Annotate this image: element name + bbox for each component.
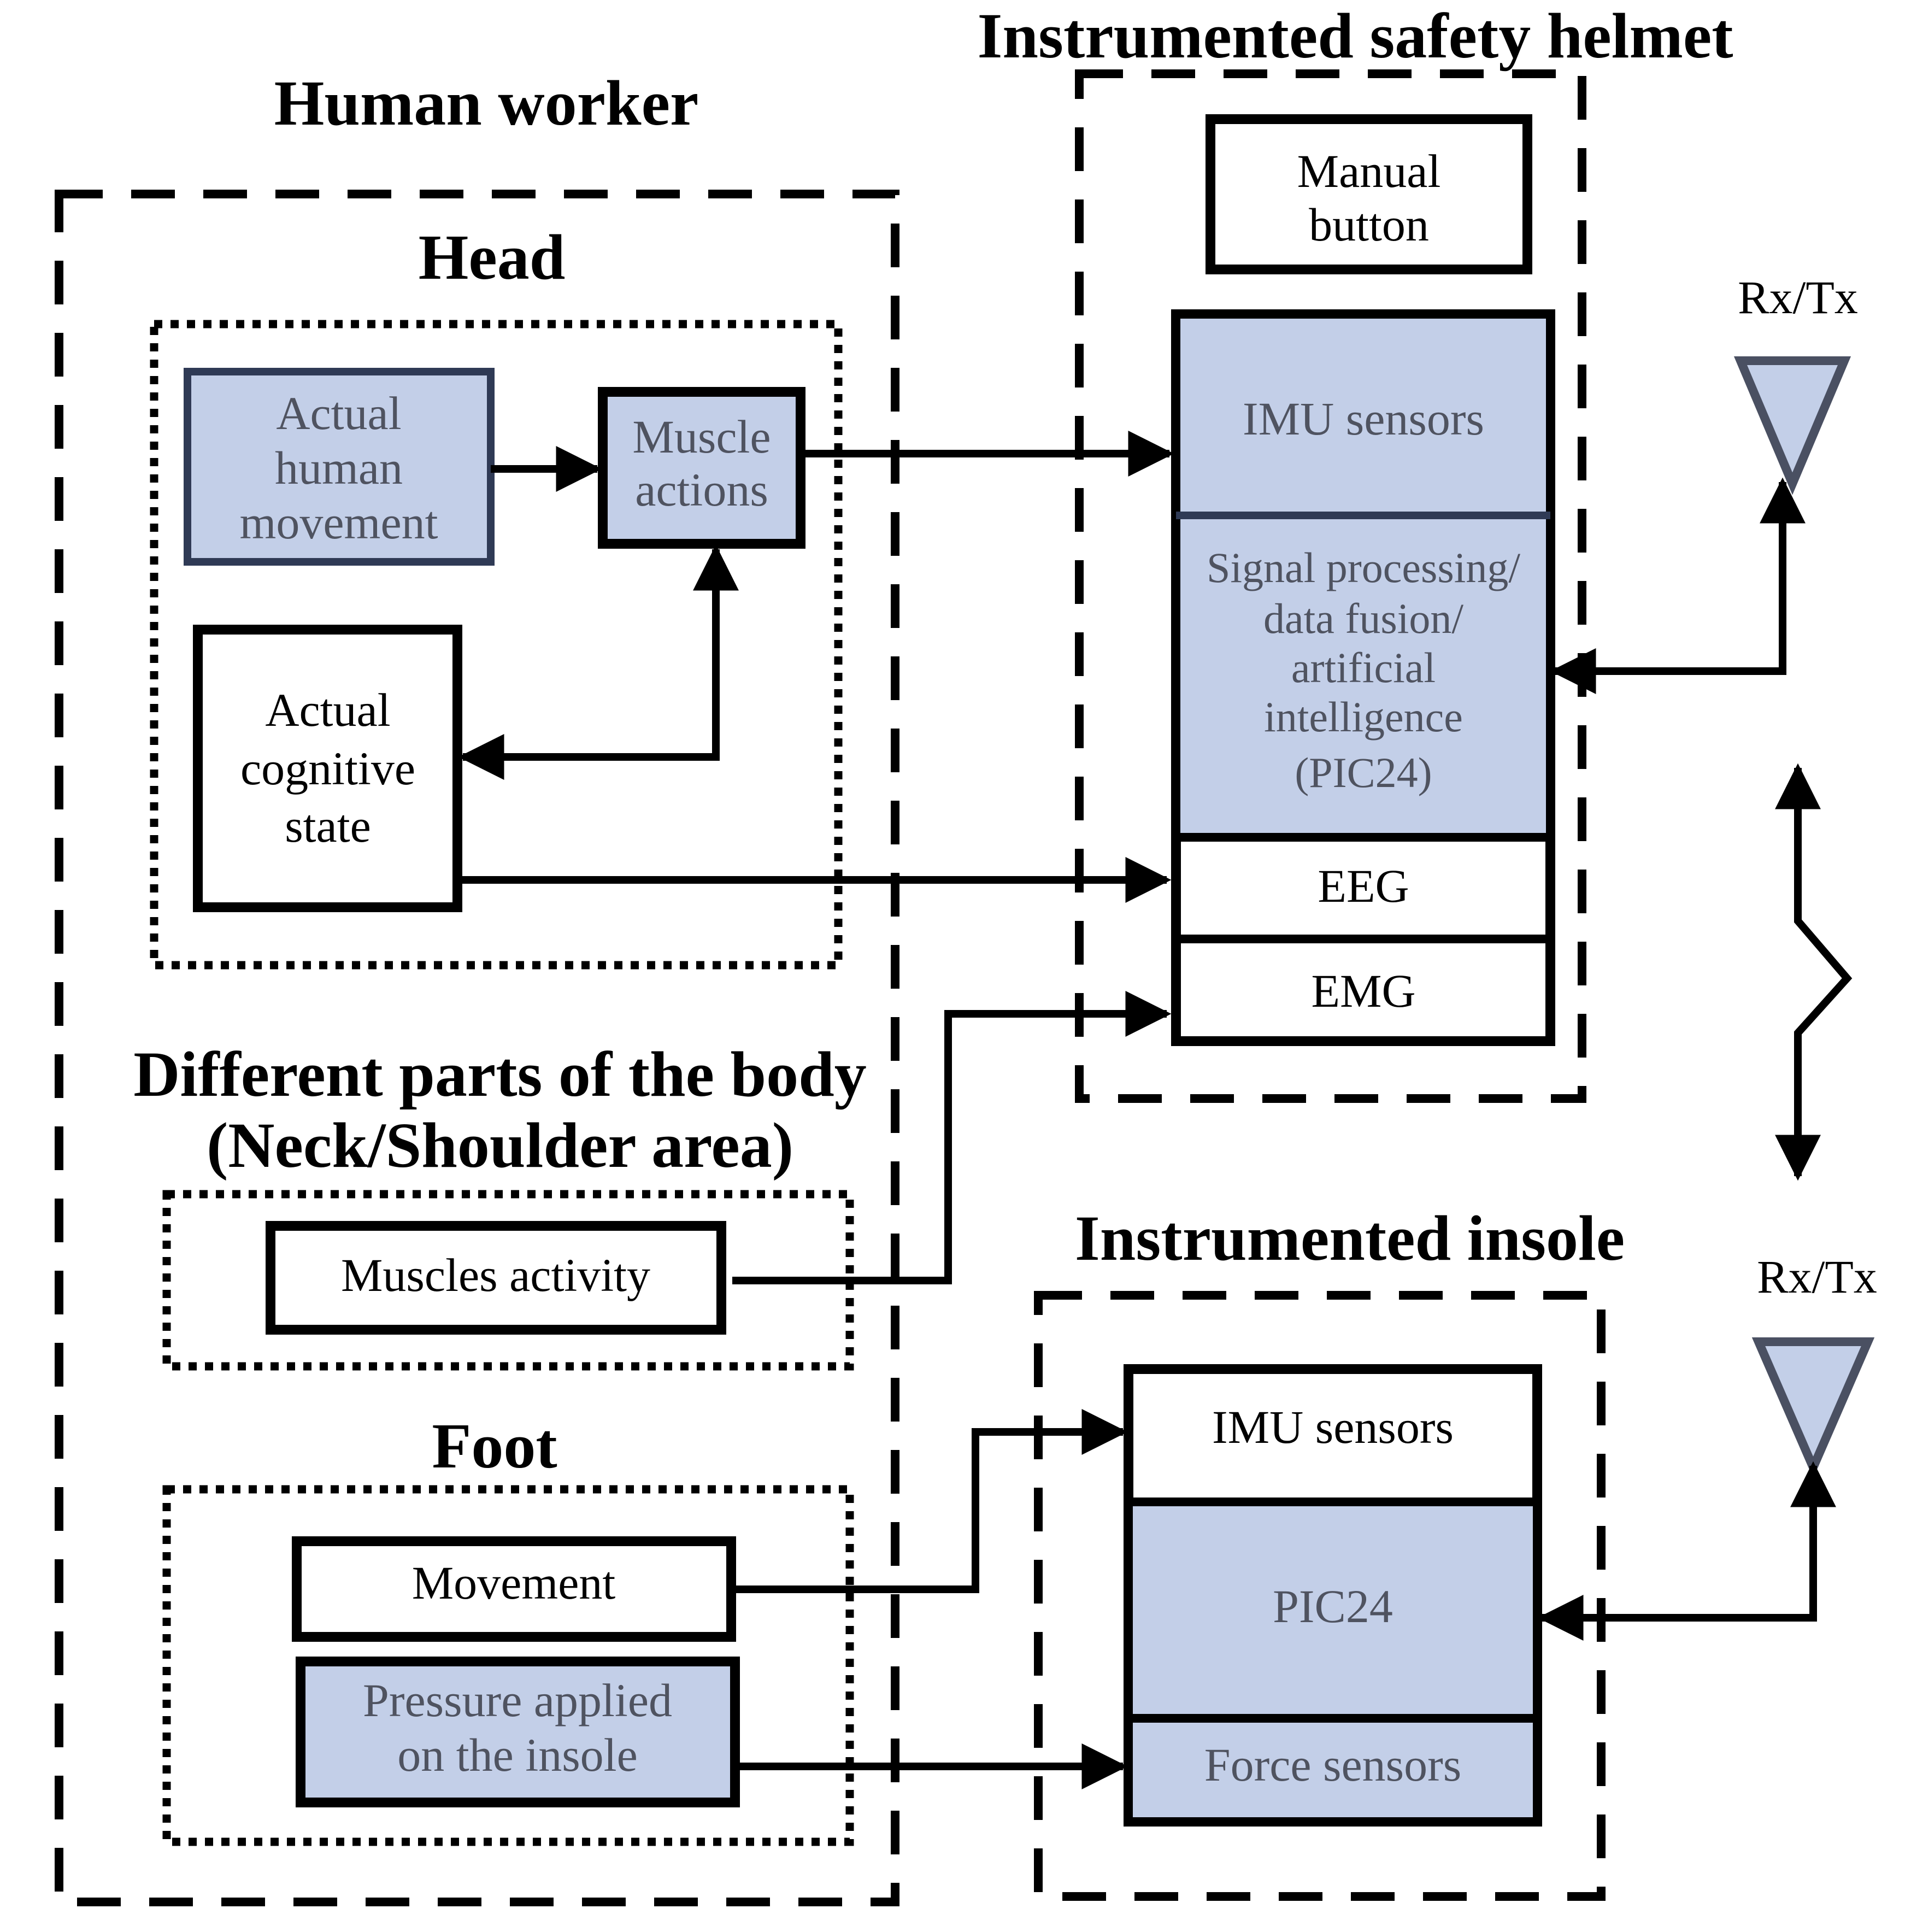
insole-antenna-icon [1751,1337,1875,1479]
body-parts-title-line2: (Neck/Shoulder area) [207,1109,793,1181]
svg-text:Movement: Movement [412,1557,616,1609]
eeg-label: EEG [1318,860,1409,912]
insole-imu-label: IMU sensors [1212,1401,1454,1453]
svg-text:Muscles activity: Muscles activity [341,1249,650,1301]
svg-text:human: human [275,442,403,494]
arrow-helmet-antenna-bidirectional [1550,477,1806,694]
svg-text:on the insole: on the insole [397,1729,638,1781]
svg-text:Actual: Actual [265,684,390,736]
svg-text:state: state [285,800,371,852]
helmet-antenna-icon [1733,356,1851,495]
svg-text:intelligence: intelligence [1264,693,1463,741]
insole-pic24-label: PIC24 [1273,1580,1393,1632]
svg-text:Muscle: Muscle [632,410,771,463]
head-region [150,320,843,970]
arrow-foot-movement-to-insole-imu [731,1409,1128,1593]
body-parts-region [162,1190,854,1371]
svg-text:actions: actions [635,463,768,516]
pressure-applied-box: Pressure applied on the insole [296,1657,740,1807]
body-parts-title-line1: Different parts of the body [133,1038,867,1110]
foot-title: Foot [432,1410,557,1482]
muscle-actions-box: Muscle actions [598,387,805,549]
arrow-insole-antenna-bidirectional [1537,1461,1836,1641]
svg-text:Actual: Actual [276,387,401,439]
helmet-signal-processing-box [1180,518,1546,833]
svg-text:Manual: Manual [1297,145,1441,197]
helmet-antenna-label: Rx/Tx [1738,271,1858,324]
svg-text:Pressure applied: Pressure applied [363,1674,672,1727]
manual-button-box: Manual button [1206,114,1532,274]
insole-region [1034,1291,1606,1901]
insole-force-label: Force sensors [1204,1739,1462,1791]
helmet-imu-sensors-box [1180,319,1546,513]
svg-text:Signal processing/: Signal processing/ [1207,544,1520,591]
helmet-stack: IMU sensors Signal processing/ data fusi… [1171,309,1555,1046]
wireless-link-arrow [1775,763,1853,1181]
svg-text:movement: movement [239,496,438,549]
insole-force-sensors-box [1133,1720,1533,1817]
foot-movement-box: Movement [292,1536,736,1642]
arrow-muscles-activity-to-emg [732,991,1172,1284]
head-title: Head [419,221,566,293]
svg-text:data fusion/: data fusion/ [1263,595,1463,642]
actual-human-movement-box: Actual human movement [184,368,495,566]
emg-label: EMG [1311,965,1415,1017]
human-worker-region [55,190,899,1906]
insole-pic24-box [1133,1504,1533,1716]
svg-text:(PIC24): (PIC24) [1295,749,1432,796]
helmet-imu-label: IMU sensors [1243,392,1484,445]
insole-antenna-label: Rx/Tx [1757,1250,1877,1303]
arrow-cognitive-muscle-bidirectional [458,544,739,780]
insole-title: Instrumented insole [1075,1202,1625,1274]
insole-stack: IMU sensors PIC24 Force sensors [1124,1364,1542,1827]
actual-cognitive-state-box: Actual cognitive state [193,625,462,912]
svg-text:cognitive: cognitive [240,742,415,795]
helmet-title: Instrumented safety helmet [978,0,1733,72]
foot-region [162,1485,854,1846]
human-worker-title: Human worker [274,67,699,139]
svg-text:artificial: artificial [1291,644,1436,691]
muscles-activity-box: Muscles activity [266,1221,726,1335]
svg-text:button: button [1309,198,1429,251]
